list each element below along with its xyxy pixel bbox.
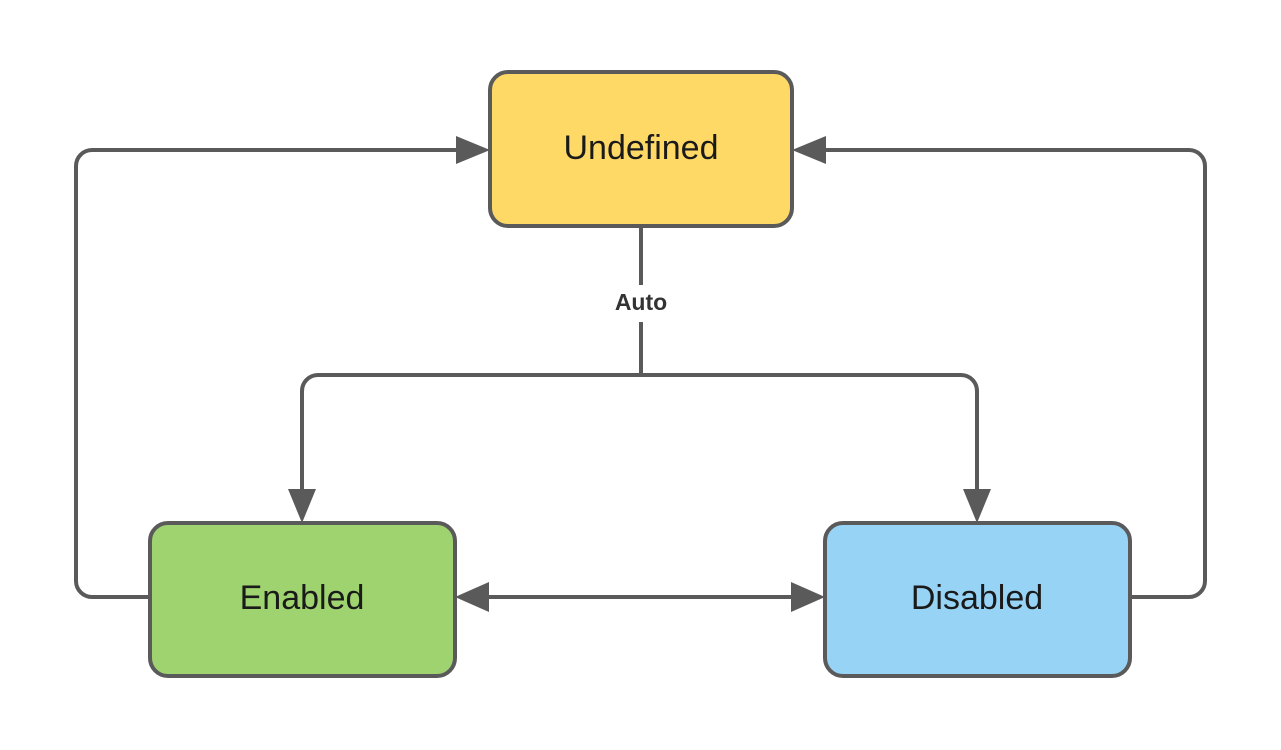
edge-label-auto-background: [596, 286, 686, 321]
edge-disabled-to-undefined[interactable]: [792, 136, 1207, 599]
edge-enabled-disabled-arrowhead-left: [455, 582, 489, 612]
node-undefined-shape[interactable]: [488, 70, 794, 228]
edge-label-auto-group: Auto: [596, 286, 686, 321]
edge-enabled-disabled-arrowhead-right: [791, 582, 825, 612]
node-enabled[interactable]: Enabled: [148, 521, 457, 678]
edge-enabled-disabled-bidirectional[interactable]: [455, 582, 825, 612]
edge-enabled-to-undefined-line: [74, 148, 460, 599]
edge-disabled-to-undefined-line: [822, 148, 1207, 599]
edge-undefined-fork[interactable]: [288, 226, 991, 523]
edge-fork-to-disabled-arrowhead: [963, 489, 991, 523]
edge-enabled-to-undefined-arrowhead: [456, 136, 490, 164]
edge-disabled-to-undefined-arrowhead: [792, 136, 826, 164]
edge-fork-to-disabled-line: [641, 373, 979, 493]
edge-fork-to-enabled-line: [300, 373, 641, 493]
edge-enabled-to-undefined[interactable]: [74, 136, 490, 599]
node-enabled-shape[interactable]: [148, 521, 457, 678]
edge-fork-to-enabled-arrowhead: [288, 489, 316, 523]
node-disabled[interactable]: Disabled: [823, 521, 1132, 678]
edge-group: [74, 136, 1207, 612]
node-disabled-shape[interactable]: [823, 521, 1132, 678]
node-undefined[interactable]: Undefined: [488, 70, 794, 228]
